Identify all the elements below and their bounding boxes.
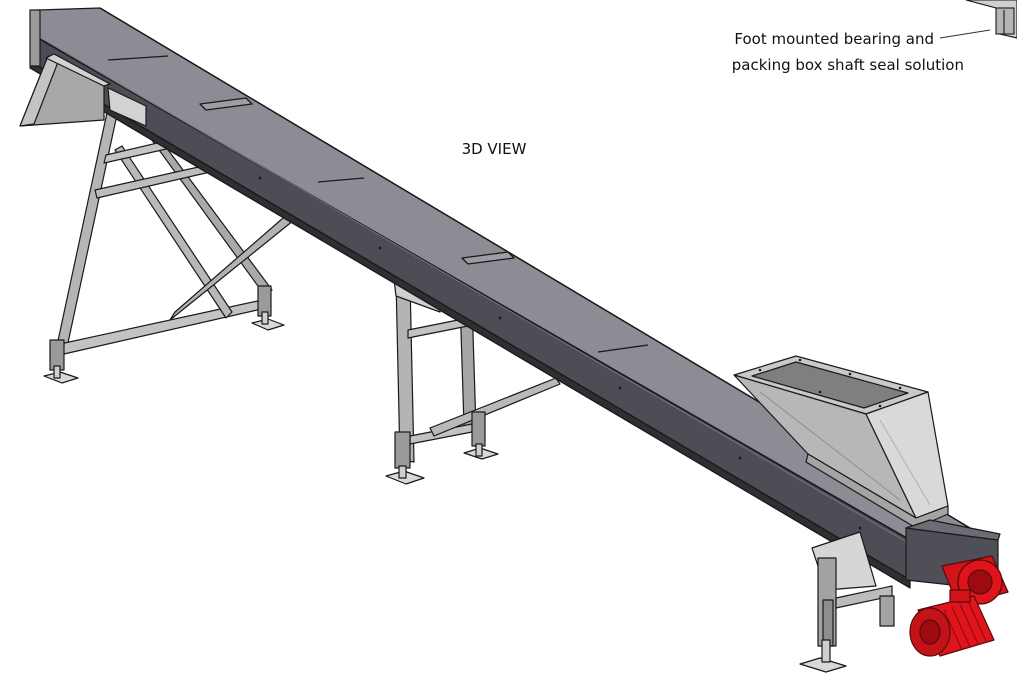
outlet-chute-lip — [45, 53, 111, 87]
drive-end-housing — [799, 519, 1001, 673]
hopper-rim-inner — [751, 361, 909, 409]
callout-text-line1: Foot mounted bearing and — [734, 30, 934, 48]
cover-clamp-2 — [461, 251, 515, 265]
mid-foot-right-post — [471, 411, 486, 447]
bearing-detail-partial — [965, 0, 1017, 39]
motor-terminal-box — [949, 589, 971, 603]
hopper-base-flange — [805, 453, 949, 529]
callout-leader — [939, 29, 991, 39]
tail-foot-left — [43, 371, 79, 384]
mid-foot-left-post — [394, 431, 411, 469]
trough-side-face — [31, 37, 911, 581]
cover-joint-1 — [107, 55, 169, 61]
cover-clamp-1 — [199, 97, 253, 111]
cover-joint-2 — [317, 177, 365, 183]
view-title: 3D VIEW — [462, 140, 527, 158]
tail-brace-1 — [114, 145, 233, 319]
tail-bottom-bar — [59, 299, 267, 355]
outlet-end-plate — [29, 9, 41, 67]
callout-text-line2: packing box shaft seal solution — [732, 56, 964, 74]
mid-diagonal-brace — [429, 377, 561, 437]
tail-support-frame — [43, 107, 305, 384]
tail-bearing-bracket — [107, 87, 147, 127]
screw-trough — [29, 7, 991, 589]
gearmotor — [909, 555, 1009, 657]
inlet-hopper — [733, 355, 949, 529]
outlet-chute — [19, 9, 111, 127]
tail-leg-left — [55, 107, 119, 353]
drive-foot — [799, 657, 847, 673]
cover-joint-3 — [597, 344, 649, 353]
drive-end-flange — [905, 519, 1001, 541]
drive-leg-post-2 — [879, 595, 895, 627]
